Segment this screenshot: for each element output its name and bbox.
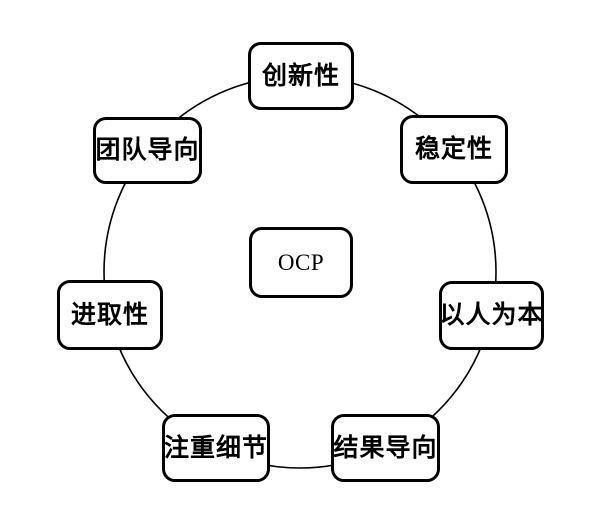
- node-result-oriented-label: 结果导向: [333, 434, 438, 462]
- node-result-oriented: 结果导向: [331, 414, 440, 482]
- node-ocp-center-label: OCP: [277, 250, 325, 275]
- node-innovation-label: 创新性: [261, 62, 340, 90]
- node-ocp-center: OCP: [249, 227, 353, 298]
- node-stability: 稳定性: [400, 115, 508, 184]
- node-people-oriented: 以人为本: [439, 281, 544, 350]
- node-team-oriented: 团队导向: [93, 117, 202, 184]
- node-team-oriented-label: 团队导向: [95, 137, 200, 164]
- node-enterprising-label: 进取性: [70, 301, 149, 329]
- node-people-oriented-label: 以人为本: [439, 302, 544, 329]
- node-stability-label: 稳定性: [414, 136, 493, 163]
- node-enterprising: 进取性: [57, 280, 163, 350]
- node-attention-to-detail: 注重细节: [162, 414, 270, 482]
- node-attention-to-detail-label: 注重细节: [164, 434, 269, 462]
- node-innovation: 创新性: [248, 42, 354, 110]
